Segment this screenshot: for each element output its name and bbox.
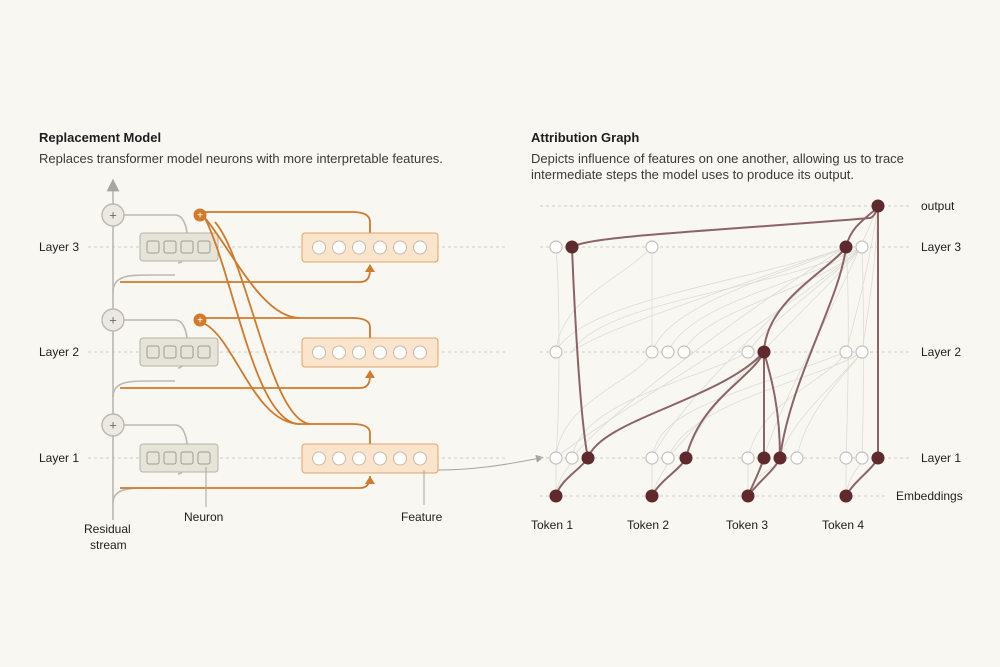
- token-4-label: Token 4: [822, 518, 864, 532]
- layer-3-label: Layer 3: [39, 240, 79, 254]
- output-node: [871, 199, 885, 213]
- feature-block-layer-2: [301, 337, 439, 368]
- svg-text:+: +: [109, 208, 117, 223]
- attribution-graph-title: Attribution Graph: [531, 130, 639, 145]
- neuron-label: Neuron: [184, 510, 223, 524]
- feature-block-layer-3: [301, 232, 439, 263]
- embedding-node-token-3: [741, 489, 755, 503]
- attribution-graph-panel: Attribution Graph Depicts influence of f…: [531, 130, 963, 532]
- attribution-graph-subtitle-line2: intermediate steps the model uses to pro…: [531, 167, 854, 182]
- residual-label-line1: Residual: [84, 522, 131, 536]
- svg-text:+: +: [109, 418, 117, 433]
- replacement-model-title: Replacement Model: [39, 130, 161, 145]
- attribution-graph-subtitle-line1: Depicts influence of features on one ano…: [531, 151, 904, 166]
- embedding-node-token-2: [645, 489, 659, 503]
- neuron-block-layer-1: [139, 443, 219, 473]
- row-label-layer-2: Layer 2: [921, 345, 961, 359]
- residual-label-line2: stream: [90, 538, 127, 552]
- feature-add-node-3: +: [193, 208, 207, 222]
- token-2-label: Token 2: [627, 518, 669, 532]
- layer-guides-right: [540, 205, 912, 497]
- residual-add-node-2: +: [101, 308, 125, 332]
- callout-pointers: [205, 454, 544, 507]
- row-label-layer-3: Layer 3: [921, 240, 961, 254]
- inactive-feature-nodes: [549, 240, 869, 465]
- layer-2-label: Layer 2: [39, 345, 79, 359]
- embedding-node-token-4: [839, 489, 853, 503]
- feature-block-layer-1: [301, 443, 439, 474]
- layer-1-label: Layer 1: [39, 451, 79, 465]
- feature-label: Feature: [401, 510, 443, 524]
- token-1-label: Token 1: [531, 518, 573, 532]
- feature-input-arrows: [365, 264, 375, 484]
- row-label-layer-1: Layer 1: [921, 451, 961, 465]
- active-feature-nodes: [549, 199, 885, 503]
- neuron-block-layer-2: [139, 337, 219, 367]
- svg-text:+: +: [109, 313, 117, 328]
- token-3-label: Token 3: [726, 518, 768, 532]
- residual-add-node-3: +: [101, 203, 125, 227]
- svg-text:+: +: [197, 211, 203, 222]
- replacement-model-panel: Replacement Model Replaces transformer m…: [39, 130, 544, 552]
- residual-add-node-1: +: [101, 413, 125, 437]
- embedding-node-token-1: [549, 489, 563, 503]
- row-label-embeddings: Embeddings: [896, 489, 963, 503]
- neuron-block-layer-3: [139, 232, 219, 262]
- faint-edges: [555, 205, 879, 497]
- svg-text:+: +: [197, 316, 203, 327]
- row-label-output: output: [921, 199, 955, 213]
- replacement-model-subtitle: Replaces transformer model neurons with …: [39, 151, 443, 166]
- feature-add-node-2: +: [193, 313, 207, 327]
